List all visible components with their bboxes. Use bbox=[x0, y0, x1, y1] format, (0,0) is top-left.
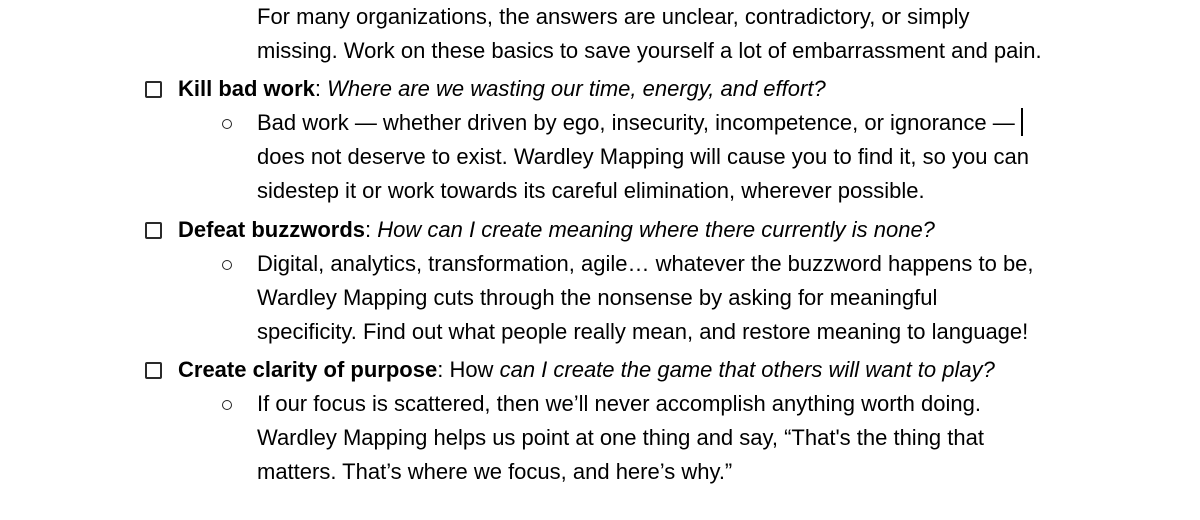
task-defeat-buzzwords: Defeat buzzwords: How can I create meani… bbox=[145, 213, 935, 247]
task-title: Kill bad work bbox=[178, 76, 315, 101]
detail-line: If our focus is scattered, then we’ll ne… bbox=[257, 391, 981, 416]
intro-line-1: For many organizations, the answers are … bbox=[257, 4, 970, 29]
task-heading: Create clarity of purpose: How can I cre… bbox=[178, 353, 995, 387]
task-separator: : bbox=[365, 217, 372, 242]
task-create-clarity-of-purpose: Create clarity of purpose: How can I cre… bbox=[145, 353, 995, 387]
bullet-circle-icon bbox=[222, 260, 232, 270]
detail-line: Digital, analytics, transformation, agil… bbox=[257, 251, 1034, 276]
detail-line: does not deserve to exist. Wardley Mappi… bbox=[257, 144, 1030, 169]
detail-line: specificity. Find out what people really… bbox=[257, 319, 1029, 344]
detail-line: Bad work — whether driven by ego, insecu… bbox=[257, 106, 1023, 140]
task-separator: : bbox=[437, 357, 444, 382]
task-title: Create clarity of purpose bbox=[178, 357, 438, 382]
task-question-plain: How bbox=[449, 357, 494, 382]
detail-text: Bad work — whether driven by ego, insecu… bbox=[257, 110, 1015, 135]
bullet-circle-icon bbox=[222, 119, 232, 129]
task-question: Where are we wasting our time, energy, a… bbox=[327, 76, 826, 101]
detail-line: sidestep it or work towards its careful … bbox=[257, 178, 925, 203]
task-heading: Kill bad work: Where are we wasting our … bbox=[178, 72, 826, 106]
detail-line: Wardley Mapping helps us point at one th… bbox=[257, 425, 984, 450]
task-checkbox[interactable] bbox=[145, 80, 162, 98]
task-separator: : bbox=[314, 76, 322, 101]
task-heading: Defeat buzzwords: How can I create meani… bbox=[178, 213, 935, 247]
detail-line: Wardley Mapping cuts through the nonsens… bbox=[257, 285, 938, 310]
text-cursor-icon bbox=[1020, 108, 1023, 136]
task-checkbox[interactable] bbox=[145, 221, 162, 239]
bullet-circle-icon bbox=[222, 400, 232, 410]
detail-line: matters. That’s where we focus, and here… bbox=[257, 459, 733, 484]
task-title: Defeat buzzwords bbox=[178, 217, 366, 242]
task-kill-bad-work: Kill bad work: Where are we wasting our … bbox=[145, 72, 826, 106]
task-question: How can I create meaning where there cur… bbox=[377, 217, 935, 242]
task-checkbox[interactable] bbox=[145, 361, 162, 379]
task-question: can I create the game that others will w… bbox=[499, 357, 995, 382]
intro-line-2: missing. Work on these basics to save yo… bbox=[257, 38, 1042, 63]
